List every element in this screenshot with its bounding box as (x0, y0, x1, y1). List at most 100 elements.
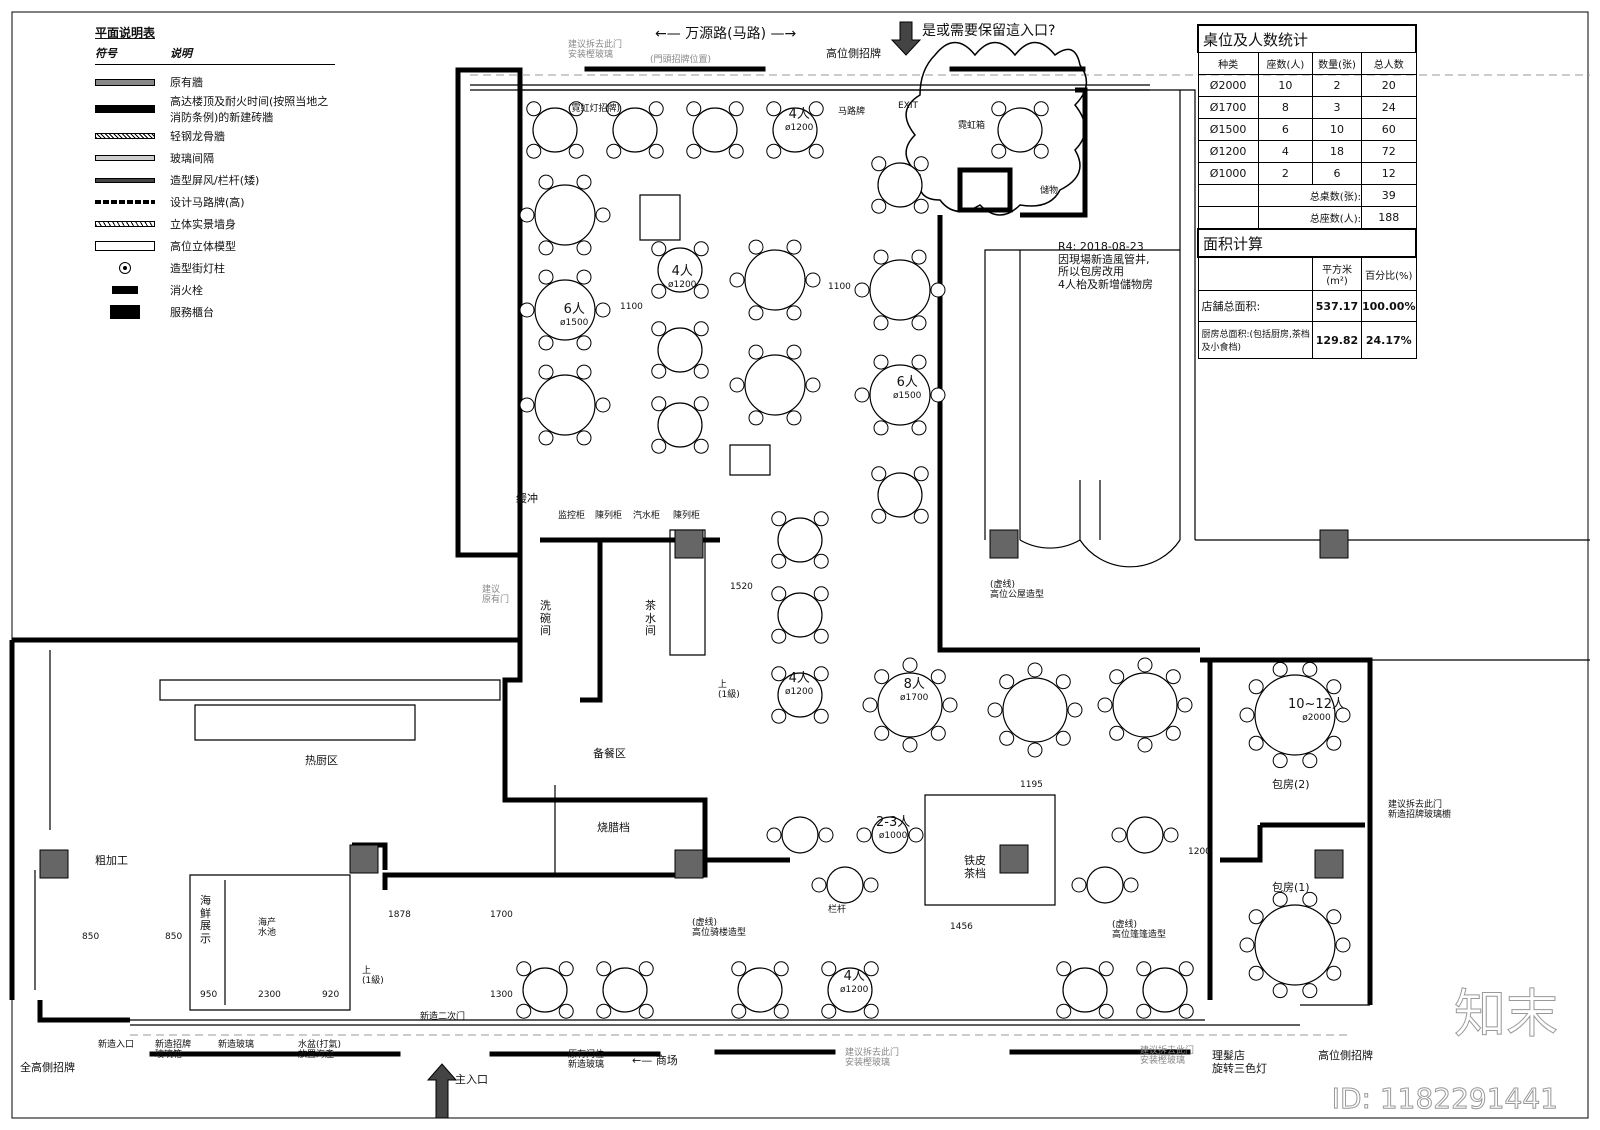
watermark-brand: 知末 (1453, 985, 1558, 1046)
glass-partition-icon (95, 155, 155, 161)
chair (871, 198, 887, 214)
dimension: 920 (322, 990, 340, 1000)
area-header: 百分比(%) (1360, 256, 1417, 291)
table-top (522, 967, 568, 1013)
table-top (1062, 967, 1108, 1013)
entrance-arrow-icon (890, 21, 922, 56)
chair (538, 430, 554, 446)
legend-label: 服務櫃台 (170, 306, 214, 319)
legend-label: 原有牆 (170, 76, 203, 89)
label-remove-door-1: 建议拆去此门 安装樫玻璃 (568, 40, 623, 61)
dining-table (771, 666, 829, 724)
scene-wall-icon (95, 221, 155, 227)
chair (766, 143, 782, 159)
chair (1326, 735, 1342, 751)
chair (1248, 735, 1264, 751)
wall-line (194, 704, 416, 741)
label-monitor: 监控柜 (558, 511, 586, 521)
dining-table (1239, 661, 1351, 769)
legend-item: 玻璃间隔 (95, 147, 335, 169)
chair (1272, 753, 1288, 769)
stats-header: 总人数 (1360, 52, 1417, 75)
legend-label: 玻璃间隔 (170, 152, 214, 165)
chair (813, 666, 829, 682)
chair (908, 827, 924, 843)
column (39, 849, 69, 879)
chair (693, 438, 709, 454)
table-size: ø1500 (560, 317, 589, 328)
label-railing: 栏杆 (828, 905, 847, 915)
label-street-sign: 马路牌 (838, 107, 866, 117)
stats-cell: Ø2000 (1197, 74, 1259, 97)
table-top (997, 107, 1043, 153)
watermark-id: ID: 1182291441 (1331, 1082, 1558, 1116)
dining-table (821, 961, 879, 1019)
wall-line (520, 89, 1196, 540)
table-top (1142, 967, 1188, 1013)
dining-table (1056, 961, 1114, 1019)
chair (1055, 674, 1071, 690)
area-pct: 100.00% (1360, 290, 1417, 322)
chair (576, 240, 592, 256)
label-road: ←— 万源路(马路) —→ (655, 26, 797, 42)
table-top (1254, 904, 1336, 986)
stats-cell: 72 (1360, 140, 1417, 163)
chair (813, 708, 829, 724)
chair (911, 315, 927, 331)
chair (1027, 742, 1043, 758)
dining-table (731, 961, 789, 1019)
wall-line (159, 679, 501, 701)
chair (638, 961, 654, 977)
label-display2: 陳列柜 (673, 511, 701, 521)
column (999, 844, 1029, 874)
table-size: ø1200 (668, 279, 697, 290)
area-title-row: 面积计算 (1197, 228, 1417, 258)
chair (1178, 961, 1194, 977)
chair (821, 961, 837, 977)
label-mall: ←— 商场 (632, 1054, 678, 1067)
label-revision: R4: 2018-08-23 因現場新造風管井, 所以包房改用 4人枱及新增儲物… (1058, 240, 1153, 291)
stats-cell: 24 (1360, 96, 1417, 119)
dimension: 950 (200, 990, 218, 1000)
chair (516, 1003, 532, 1019)
chair (686, 101, 702, 117)
chair (651, 321, 667, 337)
stats-cell: 60 (1360, 118, 1417, 141)
chair (862, 697, 878, 713)
chair (999, 674, 1015, 690)
chair (1056, 961, 1072, 977)
chair (873, 354, 889, 370)
table-size: ø2000 (1302, 712, 1331, 723)
table-top (534, 374, 596, 436)
legend-label: 设计马路牌(高) (170, 196, 245, 209)
chair (999, 730, 1015, 746)
stats-cell: 10 (1312, 118, 1362, 141)
chair (638, 1003, 654, 1019)
table-top (612, 107, 658, 153)
chair (596, 961, 612, 977)
chair (873, 249, 889, 265)
light-steel-wall-icon (95, 133, 155, 139)
chair (1239, 707, 1255, 723)
chair (874, 669, 890, 685)
chair (1123, 877, 1139, 893)
chair (805, 377, 821, 393)
legend-label: 消火栓 (170, 284, 203, 297)
chair (526, 101, 542, 117)
area-label: 店舗总面积: (1197, 290, 1313, 322)
chair (596, 1003, 612, 1019)
chair (808, 143, 824, 159)
chair (595, 397, 611, 413)
chair (856, 827, 872, 843)
total-tables: 39 (1360, 184, 1417, 207)
chair (902, 657, 918, 673)
dining-table (606, 101, 664, 159)
total-seats-label: 总座数(人): (1257, 206, 1362, 230)
stats-header: 数量(张) (1312, 52, 1362, 75)
legend-label: 高达楼顶及耐火时间(按照当地之消防条例)的新建砖牆 (170, 95, 329, 124)
label-up-bottom: 上 (1級) (362, 966, 384, 987)
